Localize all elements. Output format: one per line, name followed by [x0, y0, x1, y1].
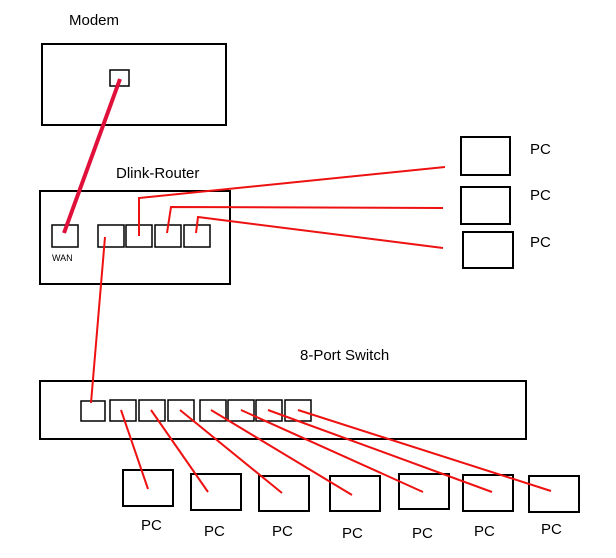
switch-pc-box-7: [528, 475, 580, 513]
modem-wan-cable: [62, 78, 122, 234]
switch-label: 8-Port Switch: [300, 347, 389, 364]
switch-pc-cable-5: [240, 409, 424, 493]
switch-pc-label-2: PC: [204, 523, 225, 540]
switch-pc-label-6: PC: [474, 523, 495, 540]
router-pc-box-3: [462, 231, 514, 269]
modem-box: [41, 43, 227, 126]
switch-pc-label-3: PC: [272, 523, 293, 540]
switch-pc-label-4: PC: [342, 525, 363, 542]
router-pc-label-3: PC: [530, 234, 551, 251]
modem: Modem: [41, 12, 227, 126]
switch-pc-cable-4: [210, 409, 353, 496]
router-pc-box-2: [460, 186, 511, 225]
router-pc-cable-3: [195, 215, 444, 249]
switch-pc-cable-3: [179, 409, 283, 494]
modem-label: Modem: [69, 12, 119, 29]
switch-pc-box-6: [462, 474, 514, 512]
switch-port-2: [109, 399, 137, 422]
switch-pc-cable-6: [267, 409, 493, 493]
switch-pc-cable-7: [297, 409, 552, 492]
router-pc-cable-2: [166, 205, 444, 234]
router-label: Dlink-Router: [116, 165, 199, 182]
wan-label: WAN: [52, 253, 73, 263]
switch-pcs: PC PC PC PC PC PC PC: [122, 469, 580, 542]
router-pc-label-2: PC: [530, 187, 551, 204]
router-lan-port-1: [97, 224, 125, 248]
switch-pc-label-7: PC: [541, 521, 562, 538]
switch: 8-Port Switch: [39, 347, 527, 440]
switch-pc-box-4: [329, 475, 381, 512]
switch-pc-box-5: [398, 473, 450, 510]
switch-pc-cable-1: [120, 409, 149, 490]
switch-pc-cable-2: [150, 409, 209, 493]
router-pc-cable-1: [138, 166, 446, 236]
wires: [62, 78, 552, 496]
router-pc-label-1: PC: [530, 141, 551, 158]
switch-pc-label-5: PC: [412, 525, 433, 542]
switch-pc-label-1: PC: [141, 517, 162, 534]
switch-port-1: [80, 400, 106, 422]
router-pc-box-1: [460, 136, 511, 176]
router-switch-uplink: [90, 236, 106, 404]
router-pcs: PC PC PC: [460, 136, 551, 269]
